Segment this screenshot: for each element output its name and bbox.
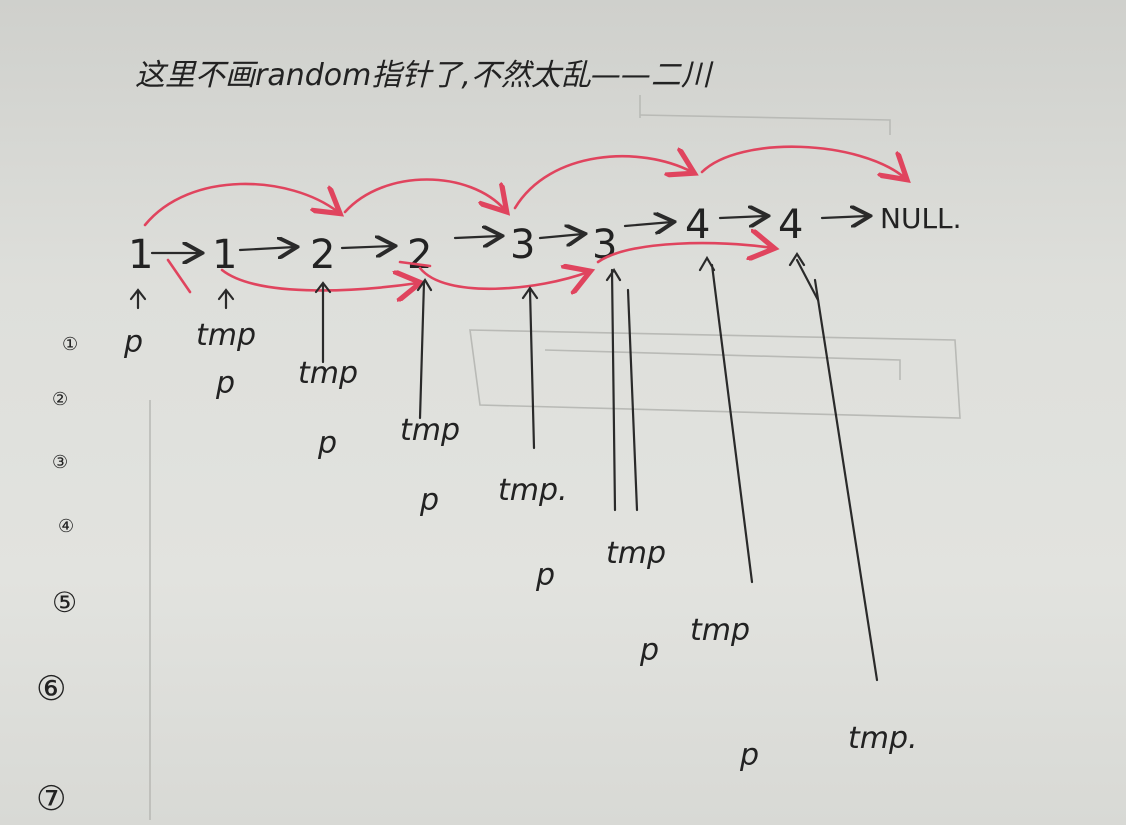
node-4a: 4 (685, 202, 710, 248)
tmp-label: tmp. (848, 721, 918, 756)
tmp-label: tmp (298, 356, 358, 391)
header-note: 这里不画random指针了,不然太乱——二川 (135, 58, 714, 93)
node-1b: 1 (212, 232, 237, 278)
p-label: p (639, 633, 659, 668)
tmp-label: tmp. (498, 473, 568, 508)
node-1a: 1 (128, 232, 153, 278)
null-label: NULL. (880, 202, 962, 235)
step-2: ② (52, 389, 68, 410)
list-nodes: 1 1 2 2 3 3 4 4 NULL. (128, 202, 962, 278)
bleed-through-marks (149, 95, 961, 820)
pointer-labels: p tmp p tmp p tmp p tmp. p tmp p tmp p t… (123, 318, 918, 773)
node-4b: 4 (778, 202, 803, 248)
tmp-label: tmp (690, 613, 750, 648)
p-label: p (215, 366, 235, 401)
step-5: ⑤ (52, 586, 77, 619)
node-2a: 2 (310, 232, 335, 278)
step-1: ① (62, 334, 78, 355)
p-label: p (419, 483, 439, 518)
p-label: p (535, 558, 555, 593)
tmp-label: tmp (196, 318, 256, 353)
step-4: ④ (58, 516, 74, 537)
red-rewire-arrows (143, 145, 905, 292)
p-label: p (317, 426, 337, 461)
tmp-label: tmp (400, 413, 460, 448)
tmp-label: tmp (606, 536, 666, 571)
step-7: ⑦ (36, 779, 66, 819)
p-label: p (123, 325, 143, 360)
node-2b: 2 (407, 232, 432, 278)
step-3: ③ (52, 452, 68, 473)
step-numbers: ① ② ③ ④ ⑤ ⑥ ⑦ (36, 334, 78, 819)
node-3a: 3 (510, 222, 535, 268)
pointer-lines (129, 251, 879, 682)
p-label: p (739, 738, 759, 773)
step-6: ⑥ (36, 669, 66, 709)
next-arrows (150, 216, 868, 253)
node-3b: 3 (592, 222, 617, 268)
